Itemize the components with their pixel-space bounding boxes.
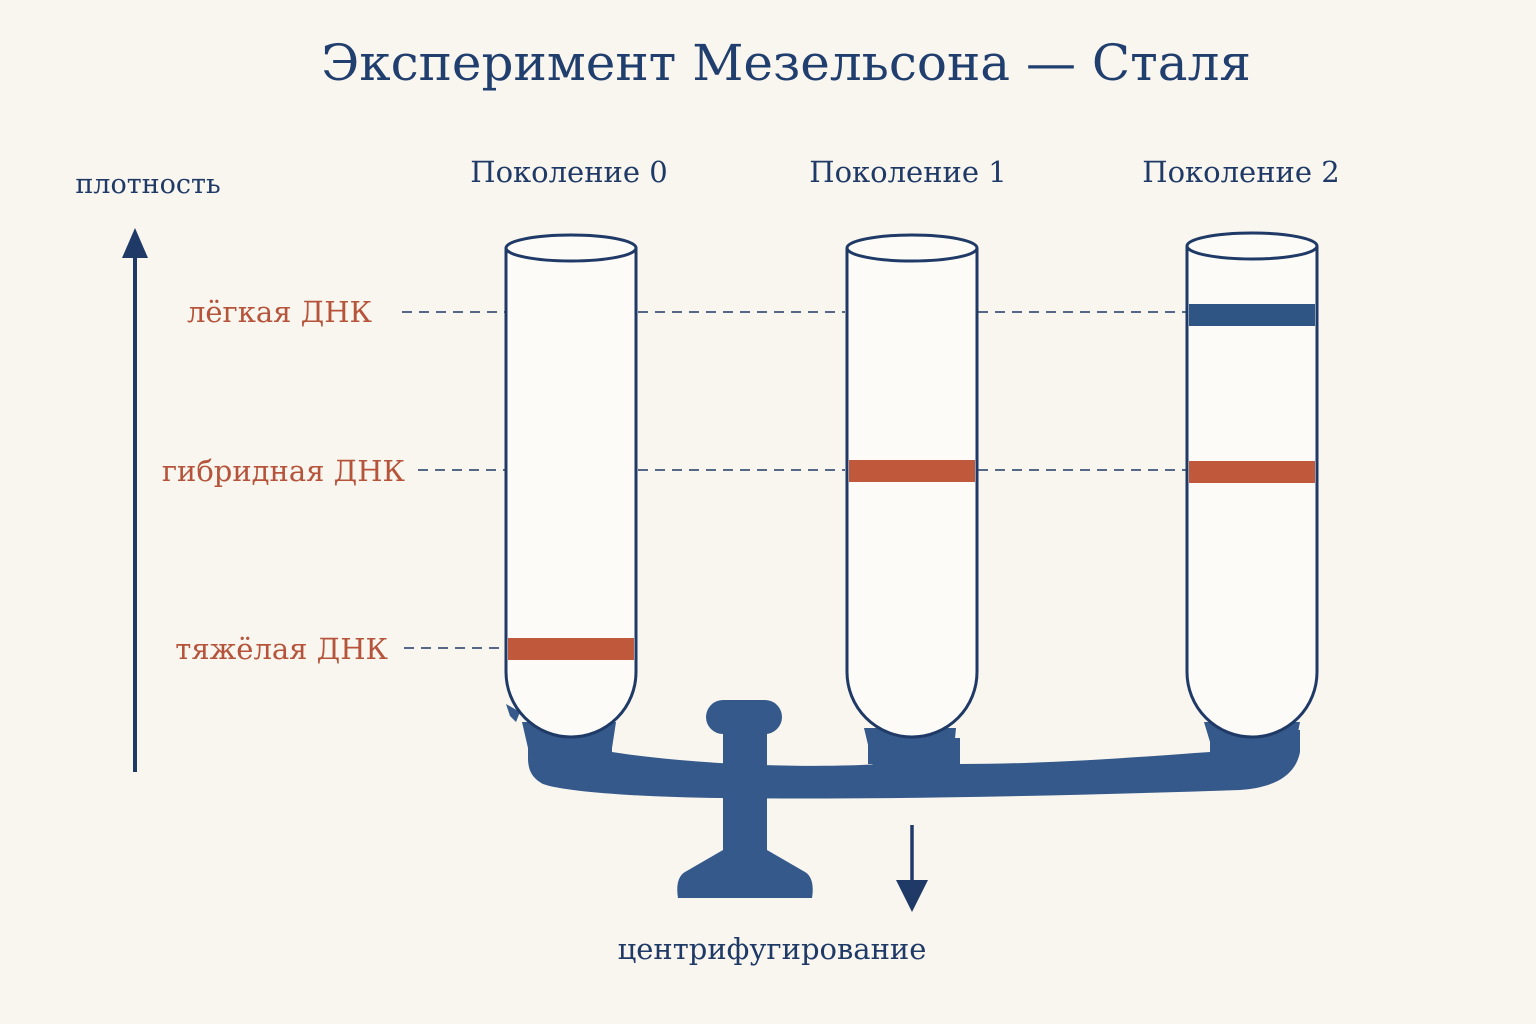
- centrifuge-arrow: [896, 825, 928, 912]
- tube-generation-0: [504, 233, 638, 739]
- centrifugation-label: центрифугирование: [618, 932, 927, 966]
- light-dna-label: лёгкая ДНК: [187, 295, 373, 329]
- tube-generation-1: [845, 233, 979, 739]
- holder-clip-mark: [506, 704, 520, 722]
- density-arrow: [122, 228, 148, 772]
- generation-0-label: Поколение 0: [470, 155, 667, 189]
- generation-2-label: Поколение 2: [1142, 155, 1339, 189]
- band-hybrid-gen1: [849, 460, 975, 482]
- tube-generation-2: [1185, 231, 1319, 739]
- rotor-shaft: [723, 725, 767, 860]
- hybrid-dna-label: гибридная ДНК: [162, 454, 406, 488]
- rotor-base: [677, 850, 813, 898]
- tube-0-rim: [504, 233, 638, 263]
- band-light-gen2: [1189, 304, 1315, 326]
- band-hybrid-gen2: [1189, 461, 1315, 483]
- generation-1-label: Поколение 1: [809, 155, 1006, 189]
- reference-lines: [402, 311, 1186, 649]
- tube-holder-1: [864, 728, 956, 770]
- tube-2-rim: [1185, 231, 1319, 261]
- diagram-title: Эксперимент Мезельсона — Сталя: [321, 34, 1251, 92]
- heavy-dna-label: тяжёлая ДНК: [175, 632, 388, 666]
- density-axis-label: плотность: [75, 169, 220, 200]
- tube-1-rim: [845, 233, 979, 263]
- band-heavy-gen0: [508, 638, 634, 660]
